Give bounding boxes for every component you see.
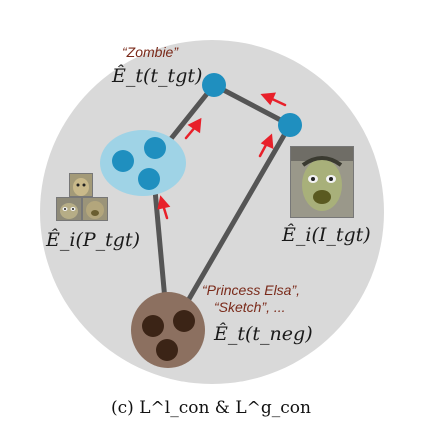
negative-node-3 [156, 339, 178, 361]
text-target-node [202, 73, 226, 97]
patch-node-3 [138, 168, 160, 190]
label-text-target-embedding: Ê_t(t_tgt) [112, 65, 203, 87]
patch-face-picture [70, 174, 92, 196]
target-image-thumbnail [290, 146, 354, 218]
patch-thumbnail-right [82, 197, 108, 221]
label-patch-embedding: Ê_i(P_tgt) [46, 229, 140, 251]
patch-node-1 [144, 137, 166, 159]
image-node [278, 113, 302, 137]
arrow-image-upward [258, 133, 274, 158]
patch-thumbnail-top [69, 173, 93, 197]
arrow-image-to-target [260, 92, 287, 107]
attraction-arrows [157, 92, 287, 220]
negative-prompt-line2: “Sketch”, ... [214, 299, 286, 315]
edge-cluster-to-negative [152, 187, 168, 303]
label-text-negative-embedding: Ê_t(t_neg) [214, 323, 313, 345]
patch-thumbnail-left [56, 197, 82, 221]
negative-node-2 [173, 310, 195, 332]
patch-node-2 [112, 150, 134, 172]
label-image-embedding: Ê_i(I_tgt) [282, 224, 371, 246]
target-prompt: “Zombie” [122, 44, 179, 60]
edge-image-to-negative [175, 122, 293, 321]
patch-face-picture [57, 198, 81, 220]
arrow-negative-to-cluster [157, 195, 171, 220]
negative-prompt-line1: “Princess Elsa”, [202, 282, 301, 298]
figure-caption: (c) L^l_con & L^g_con [111, 398, 311, 418]
edges [152, 82, 293, 321]
edge-target-to-image [211, 82, 293, 128]
negative-node-1 [142, 315, 164, 337]
patch-face-picture [83, 198, 107, 220]
arrow-cluster-to-target [184, 117, 202, 140]
zombie-face-picture [291, 147, 353, 217]
